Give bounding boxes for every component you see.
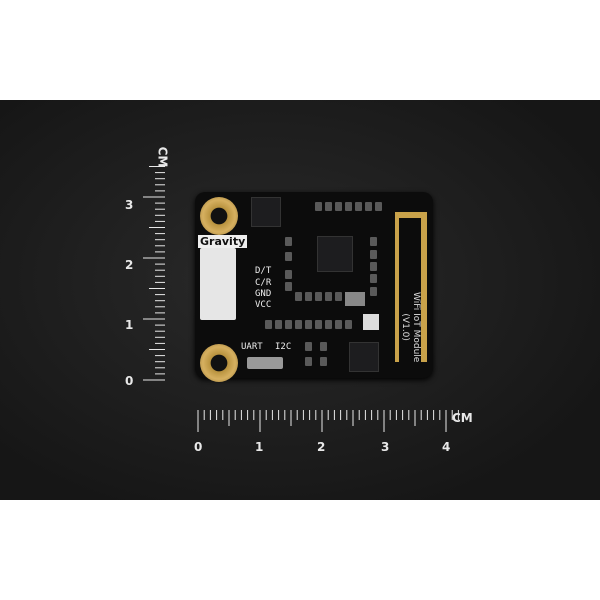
horizontal-ruler-label: 2 <box>317 440 326 454</box>
pin-label: D/T <box>255 266 272 276</box>
horizontal-ruler-label: 4 <box>442 440 451 454</box>
smd-component <box>265 320 272 329</box>
smd-component <box>370 262 377 271</box>
switch-label-i2c: I2C <box>275 342 292 352</box>
smd-component <box>305 292 312 301</box>
smd-component <box>345 320 352 329</box>
mounting-hole <box>200 344 238 382</box>
smd-component <box>345 202 352 211</box>
smd-component <box>335 292 342 301</box>
vertical-ruler-unit: CM <box>155 146 170 168</box>
smd-component <box>320 342 327 351</box>
module-title-text: WiFi IoT Module <box>411 292 421 363</box>
smd-component <box>315 292 322 301</box>
switch-label-uart: UART <box>241 342 263 352</box>
smd-component <box>315 320 322 329</box>
vertical-ruler-label: 2 <box>125 258 134 272</box>
vertical-ruler-label: 1 <box>125 318 134 332</box>
pin-label: VCC <box>255 300 272 310</box>
smd-component <box>305 320 312 329</box>
smd-component <box>335 202 342 211</box>
smd-component <box>335 320 342 329</box>
smd-component <box>370 287 377 296</box>
smd-component <box>315 202 322 211</box>
flash-chip <box>251 197 281 227</box>
microcontroller-chip <box>317 236 353 272</box>
smd-component <box>375 202 382 211</box>
smd-component <box>370 237 377 246</box>
smd-component <box>285 252 292 261</box>
smd-component <box>305 342 312 351</box>
horizontal-ruler-unit: CM <box>452 411 473 425</box>
smd-component <box>355 202 362 211</box>
smd-component <box>285 237 292 246</box>
uart-i2c-switch[interactable] <box>247 357 283 369</box>
horizontal-ruler-label: 1 <box>255 440 264 454</box>
smd-component <box>325 202 332 211</box>
smd-component <box>285 282 292 291</box>
pcb-antenna <box>395 212 427 362</box>
mounting-hole <box>200 197 238 235</box>
horizontal-ruler-label: 3 <box>381 440 390 454</box>
wifi-chip <box>349 342 379 372</box>
smd-component <box>325 320 332 329</box>
smd-component <box>325 292 332 301</box>
smd-component <box>370 274 377 283</box>
gravity-label: Gravity <box>198 235 248 248</box>
smd-component <box>285 320 292 329</box>
module-version-text: (V1.0) <box>400 313 410 341</box>
pin-label: C/R <box>255 278 272 288</box>
vertical-ruler-label: 3 <box>125 198 134 212</box>
smd-component <box>275 320 282 329</box>
module-title: WiFi IoT Module (V1.0) <box>399 292 421 362</box>
horizontal-ruler-label: 0 <box>194 440 203 454</box>
smd-component <box>295 292 302 301</box>
pin-label: GND <box>255 289 272 299</box>
smd-component <box>370 250 377 259</box>
smd-component <box>305 357 312 366</box>
smd-component <box>295 320 302 329</box>
vertical-ruler-label: 0 <box>125 374 134 388</box>
wifi-iot-module-board: Gravity D/T C/R GND VCC UART I2C WiFi Io… <box>195 192 433 382</box>
crystal <box>345 292 365 306</box>
smd-component <box>365 202 372 211</box>
gravity-connector <box>200 248 236 320</box>
smd-component <box>320 357 327 366</box>
rgb-led <box>363 314 379 330</box>
smd-component <box>285 270 292 279</box>
